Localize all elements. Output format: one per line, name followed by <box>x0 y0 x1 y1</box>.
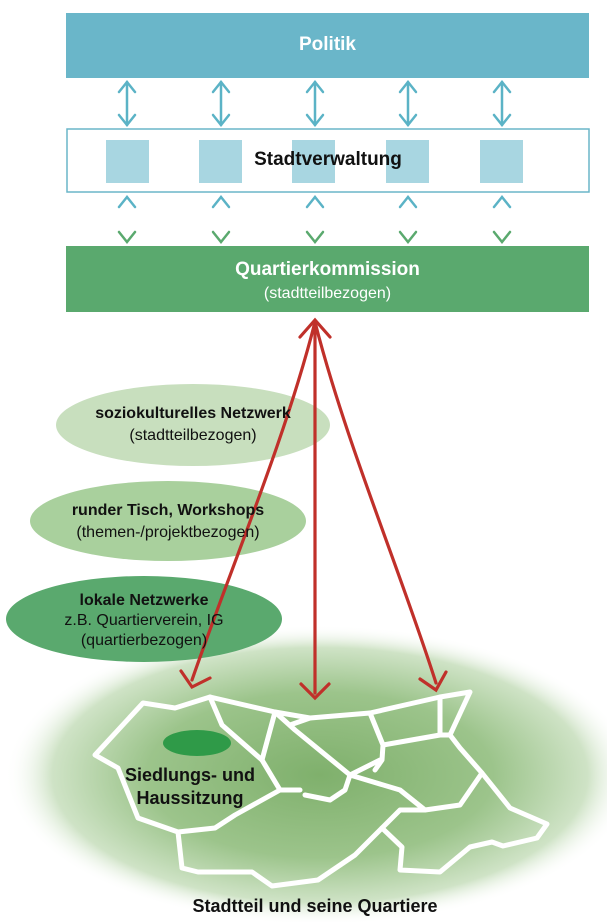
blue-double-arrow <box>492 79 512 128</box>
map-outline <box>92 689 550 889</box>
map-border <box>207 694 278 763</box>
network-title-lokal: lokale Netzwerke <box>79 592 209 609</box>
red-arrowhead-center <box>299 682 331 701</box>
verwaltung-square <box>480 140 523 183</box>
footer-caption: Stadtteil und seine Quartiere <box>192 896 438 916</box>
blue-double-arrow <box>211 79 231 128</box>
bluegreen-double-arrow <box>117 194 137 245</box>
map-border <box>272 709 383 778</box>
verwaltung-square <box>106 140 149 183</box>
blue-double-arrow <box>305 79 325 128</box>
bluegreen-double-arrow <box>398 194 418 245</box>
blue-double-arrow <box>398 79 418 128</box>
red-arrow-left <box>190 320 317 682</box>
network-sub-lokal-2: (quartierbezogen) <box>80 632 208 649</box>
quartierkommission-label: Quartierkommission <box>235 259 420 280</box>
network-ellipse-lokal <box>6 576 282 662</box>
siedlung-label-1: Siedlungs- und <box>125 765 255 785</box>
network-ellipse-runder-tisch <box>30 481 306 561</box>
politik-box <box>66 13 589 78</box>
verwaltung-kommission-arrows <box>117 194 512 245</box>
red-arrowhead-top <box>298 317 332 339</box>
network-sub-runder-tisch: (themen-/projektbezogen) <box>76 524 260 541</box>
siedlung-dot <box>163 730 231 756</box>
red-arrow-right <box>313 320 438 685</box>
city-glow <box>5 625 607 922</box>
network-title-runder-tisch: runder Tisch, Workshops <box>71 502 265 519</box>
quartierkommission-sublabel: (stadtteilbezogen) <box>263 285 392 302</box>
bluegreen-double-arrow <box>305 194 325 245</box>
map-border <box>302 772 353 803</box>
verwaltung-square <box>199 140 242 183</box>
verwaltung-squares <box>106 140 523 183</box>
verwaltung-square <box>386 140 429 183</box>
network-title-soziokulturell: soziokulturelles Netzwerk <box>95 405 291 422</box>
map-border <box>175 787 283 835</box>
verwaltung-square <box>292 140 335 183</box>
red-arrows <box>179 317 448 701</box>
red-arrowhead-right <box>418 670 448 693</box>
politik-label: Politik <box>298 34 356 55</box>
red-arrowhead-left <box>179 669 212 690</box>
network-sub-lokal-1: z.B. Quartierverein, IG <box>64 612 224 629</box>
politik-verwaltung-arrows <box>117 79 512 128</box>
bluegreen-double-arrow <box>211 194 231 245</box>
stadtverwaltung-label: Stadtverwaltung <box>254 149 402 170</box>
map-border <box>287 715 313 728</box>
network-ellipse-soziokulturell <box>56 384 330 466</box>
bluegreen-double-arrow <box>492 194 512 245</box>
siedlung-label-2: Haussitzung <box>136 788 244 808</box>
quartierkommission-box <box>66 246 589 312</box>
map-border <box>367 710 386 773</box>
map-border <box>379 807 428 831</box>
blue-double-arrow <box>117 79 137 128</box>
quarter-map <box>92 689 550 889</box>
network-sub-soziokulturell: (stadtteilbezogen) <box>129 427 257 444</box>
